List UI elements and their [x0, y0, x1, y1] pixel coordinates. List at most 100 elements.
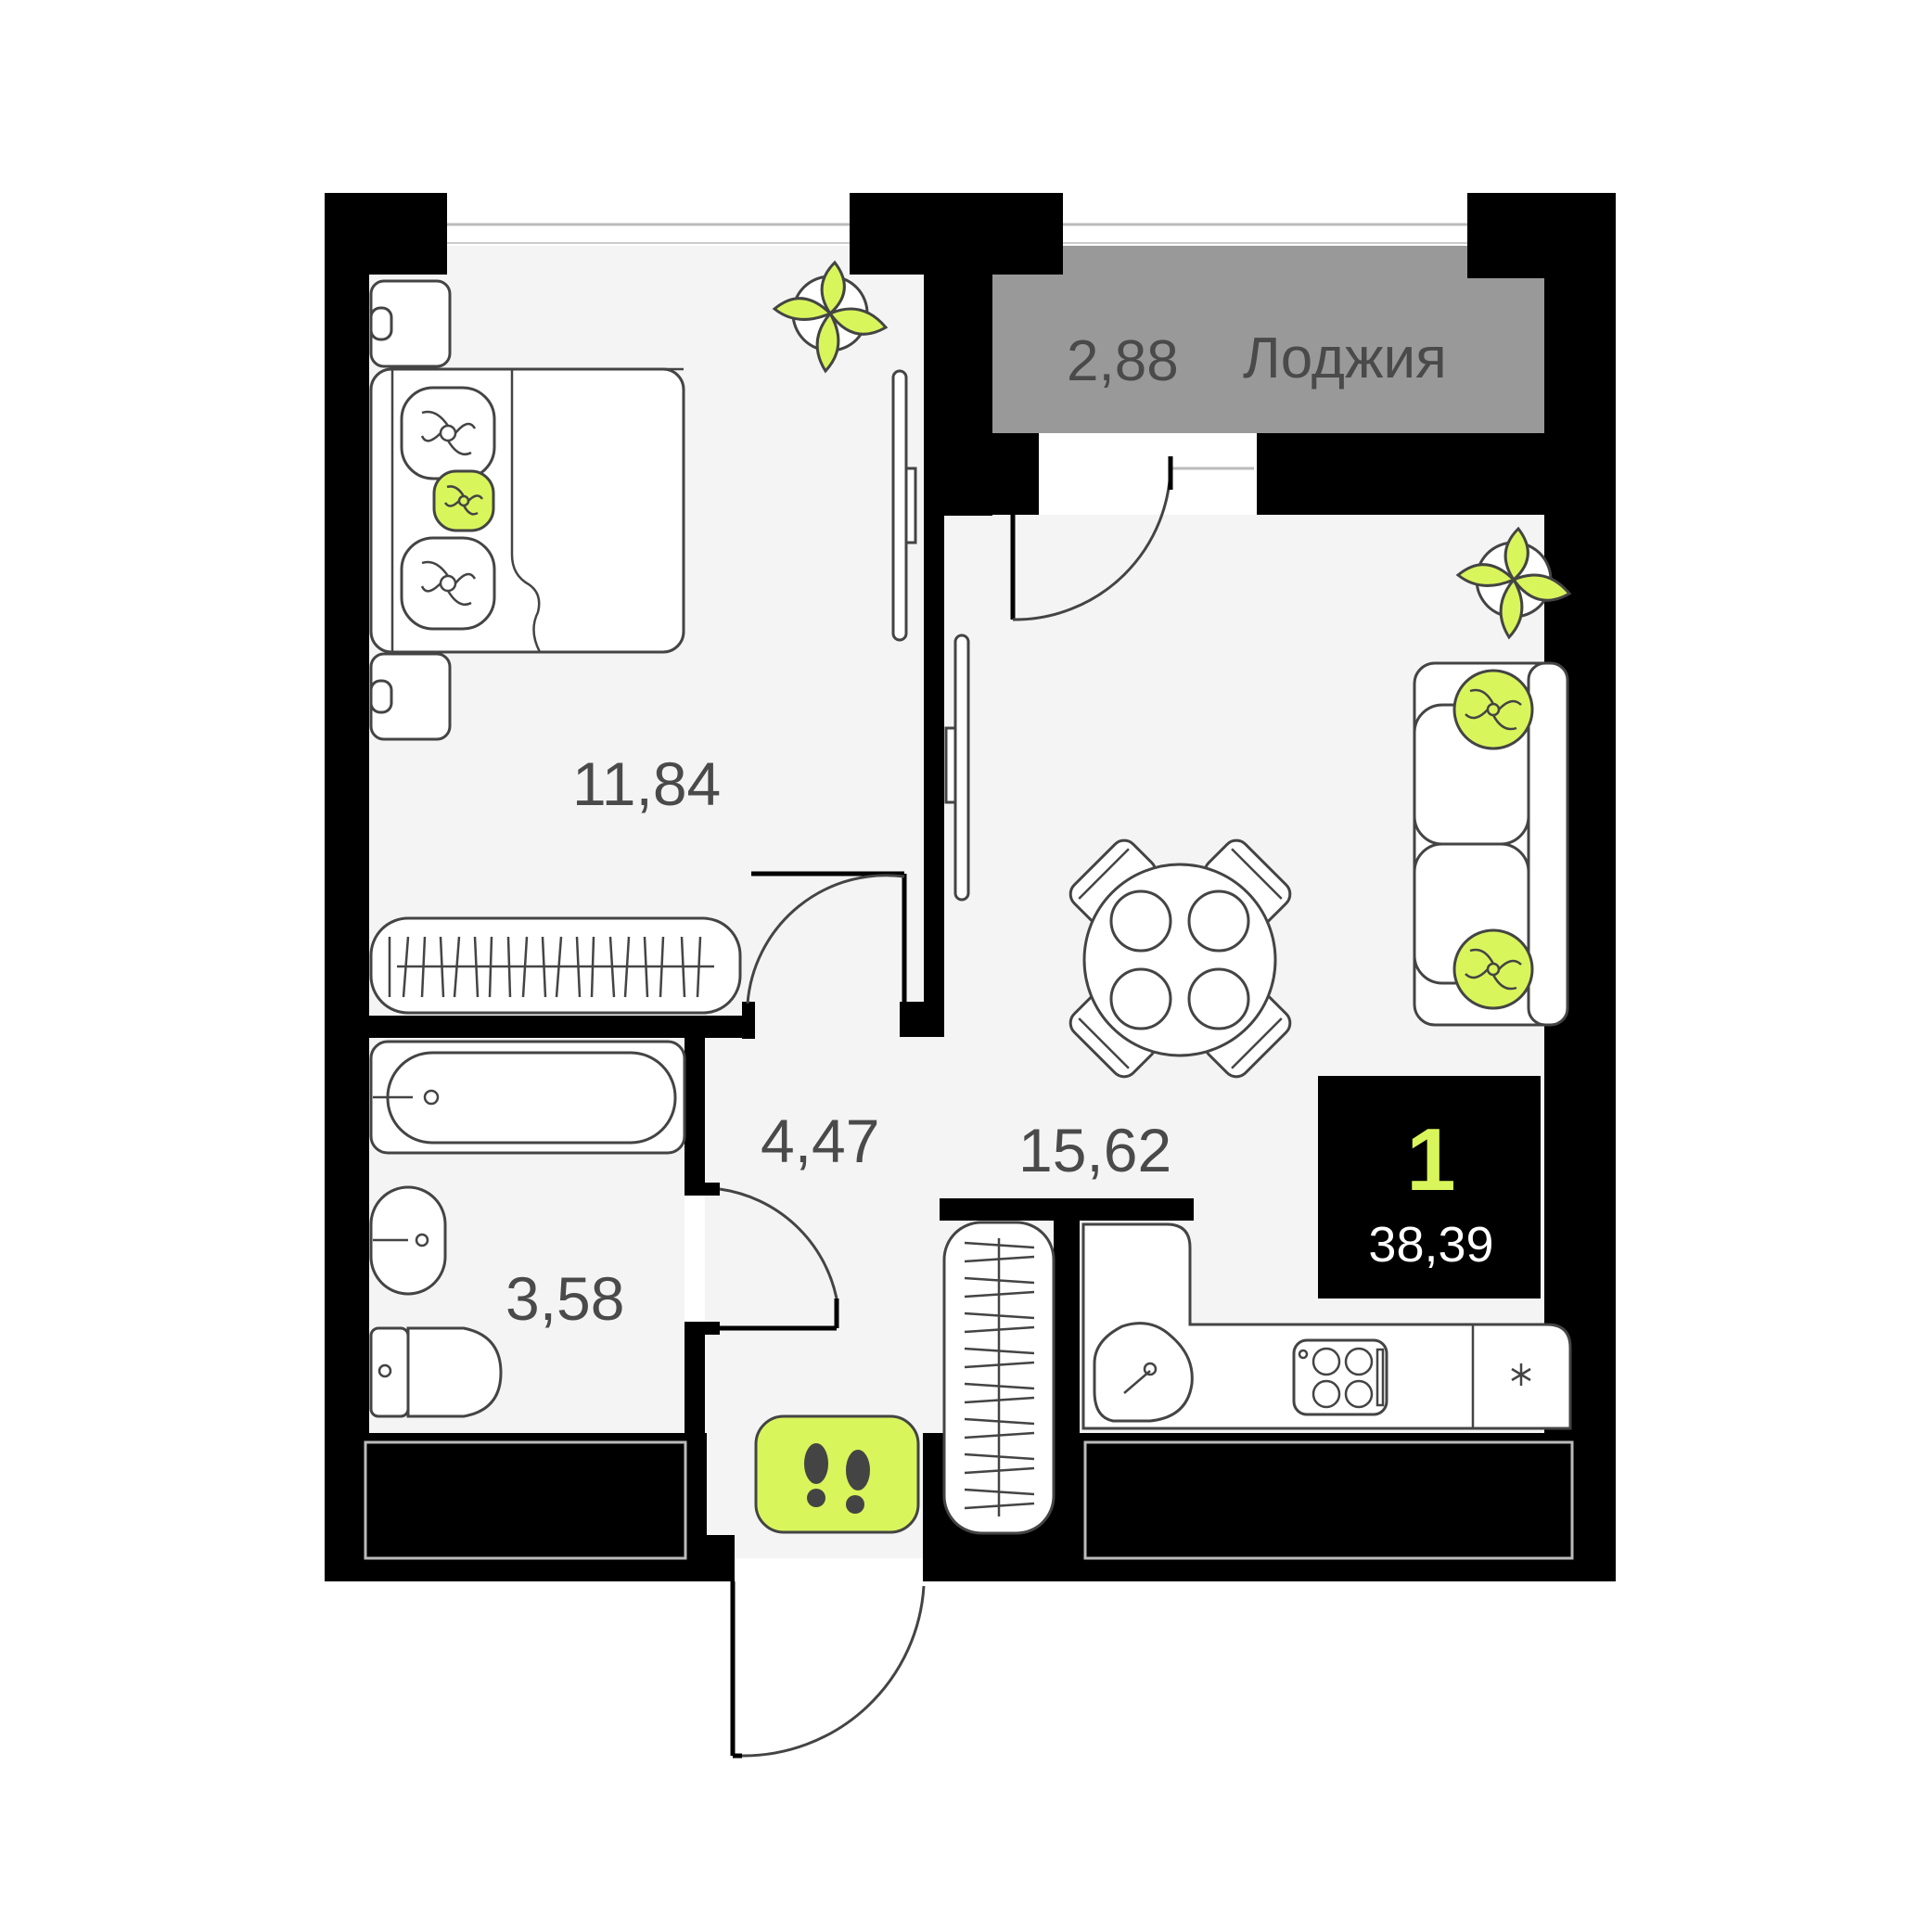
bedroom-radiator-fins	[388, 936, 714, 998]
apartment-badge: 1 38,39	[1318, 1076, 1541, 1299]
sofa-back	[1527, 661, 1569, 1027]
toilet-bowl	[406, 1326, 503, 1418]
hall-furniture	[754, 1221, 1056, 1535]
bathtub-icon	[369, 1040, 686, 1155]
sink-tap	[1123, 1370, 1151, 1394]
plant-leaf-4	[772, 297, 833, 321]
loggia-name-label: Лоджия	[1243, 326, 1447, 390]
plant-icon	[772, 260, 889, 374]
living-furniture	[944, 526, 1572, 1430]
windows	[447, 223, 1467, 470]
bathroom-door-swing	[719, 1187, 838, 1299]
sink-drain	[1143, 1362, 1158, 1376]
sink-icon	[369, 1185, 447, 1296]
living-area-label: 15,62	[1018, 1116, 1171, 1184]
wall-top-mid-pier	[850, 193, 1063, 275]
pillow-1-swirl	[420, 410, 477, 456]
bathroom-sink-drain	[415, 1233, 429, 1247]
bathtub-drain	[423, 1089, 440, 1106]
wall-bath-hall-upper	[685, 1038, 705, 1191]
bathtub-inner	[386, 1051, 677, 1145]
badge-rooms-count: 1	[1406, 1110, 1455, 1209]
plant-icon	[1455, 526, 1572, 640]
stove-icon	[1292, 1338, 1388, 1416]
pillow-1	[400, 386, 496, 480]
wall-top-left-pier	[325, 193, 447, 275]
plant-leaf-4	[1455, 563, 1516, 587]
sofa-pillow-2	[1452, 928, 1534, 1010]
bed-blanket	[510, 369, 542, 653]
wall-mid-vertical	[924, 275, 944, 1037]
walls	[325, 193, 1616, 1581]
pillow-accent	[432, 469, 495, 532]
loggia-door-swing	[1012, 463, 1172, 621]
footprints-icon	[754, 1414, 920, 1534]
stove	[1292, 1338, 1388, 1416]
wardrobe-rail	[891, 369, 908, 642]
plant-leaf-2	[827, 307, 889, 336]
heel-left	[807, 1489, 825, 1507]
chair-ne-line	[1231, 848, 1283, 900]
radiator-icon	[942, 1221, 1056, 1535]
table-icon	[1068, 838, 1292, 1079]
plate-2	[1187, 889, 1250, 953]
hall-area-label: 4,47	[761, 1107, 879, 1175]
toilet-button	[377, 1363, 392, 1378]
sofa-icon	[1413, 661, 1569, 1027]
plate-1	[1109, 889, 1172, 953]
plant-leaf-3	[815, 311, 840, 374]
sofa-pillow-2-swirl	[1465, 948, 1522, 991]
dining-table	[1082, 863, 1277, 1057]
chair-nw-line	[1078, 848, 1130, 900]
pillow-icon	[400, 386, 496, 631]
bedroom-area-label: 11,84	[572, 749, 721, 818]
toilet-icon	[369, 1326, 503, 1418]
wall-loggia-stub-left	[992, 433, 1039, 515]
stove-knob	[1298, 1349, 1309, 1360]
entry-door-swing	[741, 1585, 926, 1758]
labels: 11,84 4,47 15,62 3,58 2,88 Лоджия	[505, 326, 1447, 1333]
wall-loggia-right	[1257, 433, 1544, 515]
snowflake-icon	[1511, 1363, 1531, 1386]
burner-2	[1344, 1347, 1374, 1376]
living-wardrobe-rail	[953, 633, 970, 902]
foot-right	[846, 1450, 870, 1491]
nightstand-top-knob	[369, 306, 393, 341]
burner-1	[1311, 1347, 1341, 1376]
living-wardrobe-handle	[944, 726, 957, 804]
plate-3	[1109, 967, 1172, 1030]
badge-background	[1318, 1076, 1541, 1299]
loggia-area-label: 2,88	[1067, 329, 1179, 393]
wall-bath-door-stub-2	[685, 1322, 720, 1335]
heel-right	[846, 1495, 864, 1514]
chair-se-line	[1231, 1017, 1283, 1069]
bathroom-area-label: 3,58	[505, 1264, 624, 1333]
wall-bath-hall-lower	[685, 1322, 705, 1438]
plant-leaf-2	[1511, 573, 1572, 602]
bedroom-door-swing	[746, 874, 905, 1004]
stove-handle	[1375, 1348, 1385, 1407]
wall-entry-right-stub	[923, 1540, 945, 1581]
wall-bedroom-door-right	[900, 1002, 944, 1037]
sofa-pillow-1-swirl	[1465, 688, 1522, 731]
wall-bottom-left	[325, 1433, 707, 1581]
doormat	[754, 1414, 920, 1534]
snowflake-lines	[1511, 1363, 1531, 1386]
hall-radiator-fins	[964, 1238, 1035, 1516]
wall-radiator-post	[1054, 1215, 1080, 1436]
bedroom-furniture	[369, 260, 917, 1015]
wardrobe-handle	[904, 467, 917, 544]
kitchen-sink	[1093, 1322, 1194, 1423]
bottom-window-right	[1083, 1440, 1574, 1560]
sofa-pillow-1	[1452, 669, 1534, 750]
foot-left	[804, 1443, 828, 1484]
pillow-2-swirl	[420, 560, 477, 607]
pillow-accent-swirl	[443, 485, 484, 516]
burner-3	[1311, 1379, 1341, 1409]
wall-mid-loggia-left	[944, 275, 992, 516]
badge-total-area: 38,39	[1368, 1217, 1493, 1273]
loggia-floor	[992, 246, 1544, 433]
pillow-2	[400, 536, 496, 631]
kitchen	[1081, 1222, 1572, 1430]
